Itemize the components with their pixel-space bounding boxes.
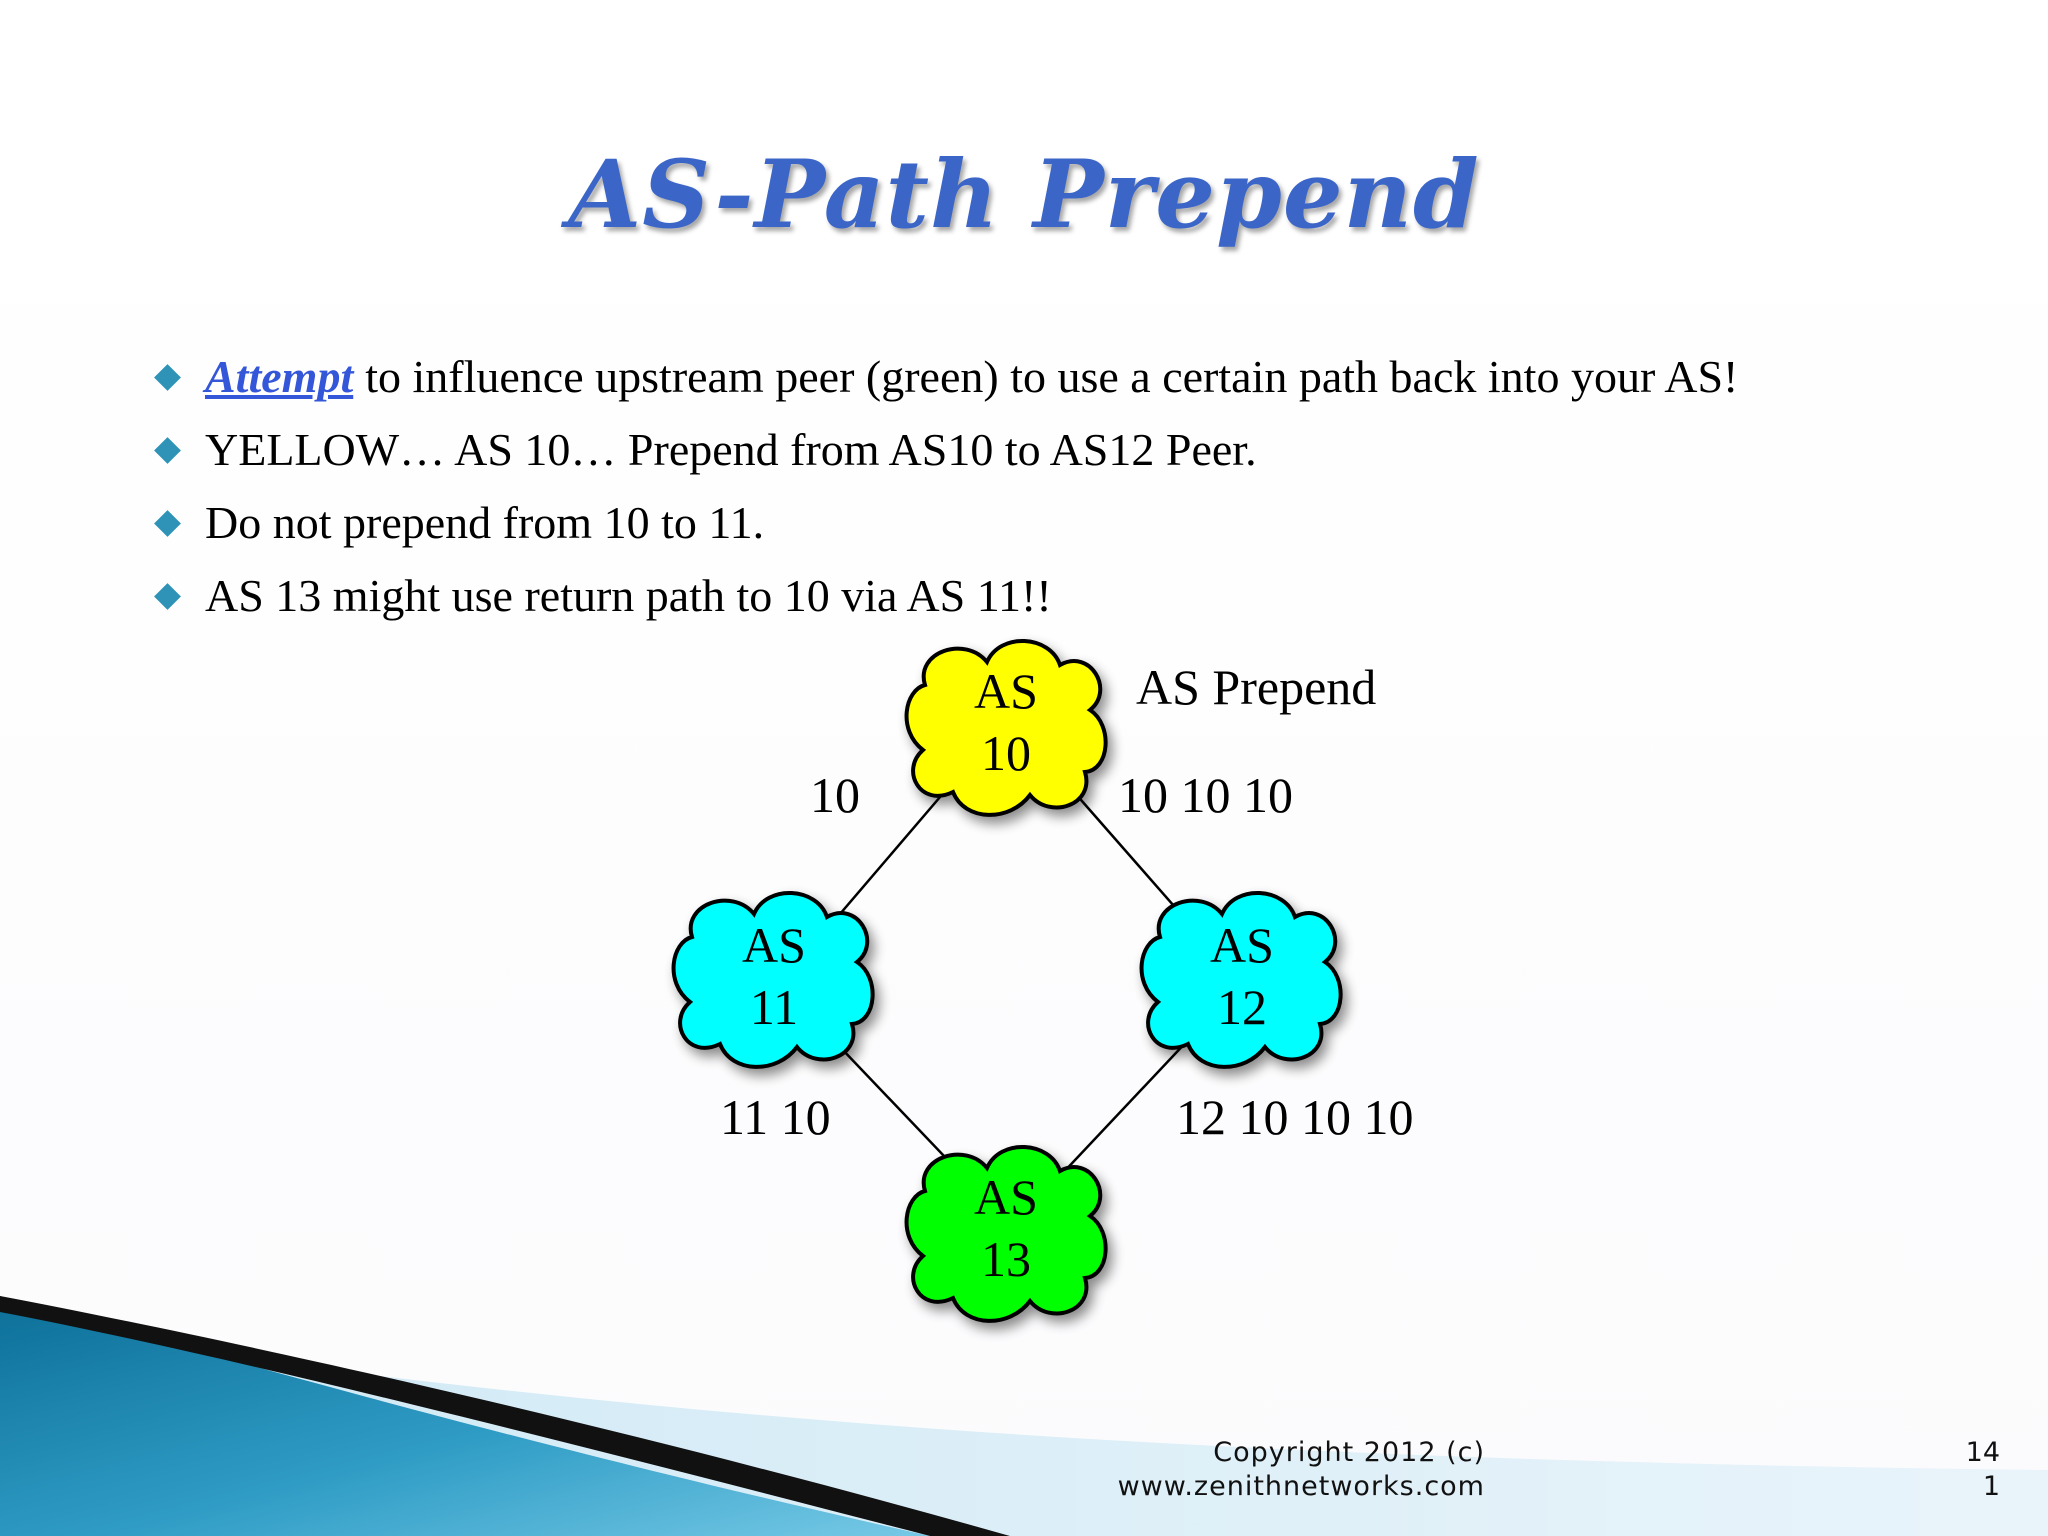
path-label-as10-as11: 10 [810,767,860,823]
as10-cloud [904,638,1108,817]
bullet-text: AS 13 might use return path to 10 via AS… [205,570,1052,621]
link-as12-as13 [1059,1037,1191,1177]
as12-label-line1: AS [1210,917,1274,973]
bullet-item: YELLOW… AS 10… Prepend from AS10 to AS12… [150,413,2010,486]
path-label-as10-as12: 10 10 10 [1118,767,1293,823]
page-number-line1: 14 [1965,1437,2000,1468]
path-label-as12-as13: 12 10 10 10 [1176,1089,1414,1145]
as11-label-line2: 11 [750,979,798,1035]
bullet-item: Do not prepend from 10 to 11. [150,486,2010,559]
bullet-text: Do not prepend from 10 to 11. [205,497,765,548]
connection-lines [819,775,1196,1179]
as11-cloud [671,890,875,1069]
diamond-bullet-icon [154,437,181,464]
as11-label-line1: AS [742,917,806,973]
slide-title: AS-Path Prepend [568,140,1480,250]
teal-wave [0,1296,930,1536]
as-prepend-annotation: AS Prepend [1136,659,1376,715]
copyright-text: Copyright 2012 (c) [1213,1437,1485,1468]
dark-stripe [0,1296,1010,1536]
bullet-text: YELLOW… AS 10… Prepend from AS10 to AS12… [205,424,1257,475]
as13-label-line1: AS [974,1169,1038,1225]
diamond-bullet-icon [154,364,181,391]
as12-cloud [1139,890,1343,1069]
website-text: www.zenithnetworks.com [1117,1471,1485,1502]
as10-label-line2: 10 [981,725,1031,781]
page-number: 14 1 [1940,1436,2000,1504]
diamond-bullet-icon [154,583,181,610]
bullet-body: to influence upstream peer (green) to us… [365,351,1739,402]
as13-label-line2: 13 [981,1231,1031,1287]
link-as10-as11 [827,775,959,929]
attempt-link[interactable]: Attempt [205,351,354,402]
diamond-bullet-icon [154,510,181,537]
footer-copyright: Copyright 2012 (c) www.zenithnetworks.co… [1080,1436,1485,1504]
bullet-item: AS 13 might use return path to 10 via AS… [150,559,2010,632]
as12-label-line2: 12 [1217,979,1267,1035]
as13-cloud [904,1144,1108,1323]
as10-label-line1: AS [974,663,1038,719]
path-label-as11-as13: 11 10 [720,1089,831,1145]
page-number-line2: 1 [1982,1471,2000,1502]
